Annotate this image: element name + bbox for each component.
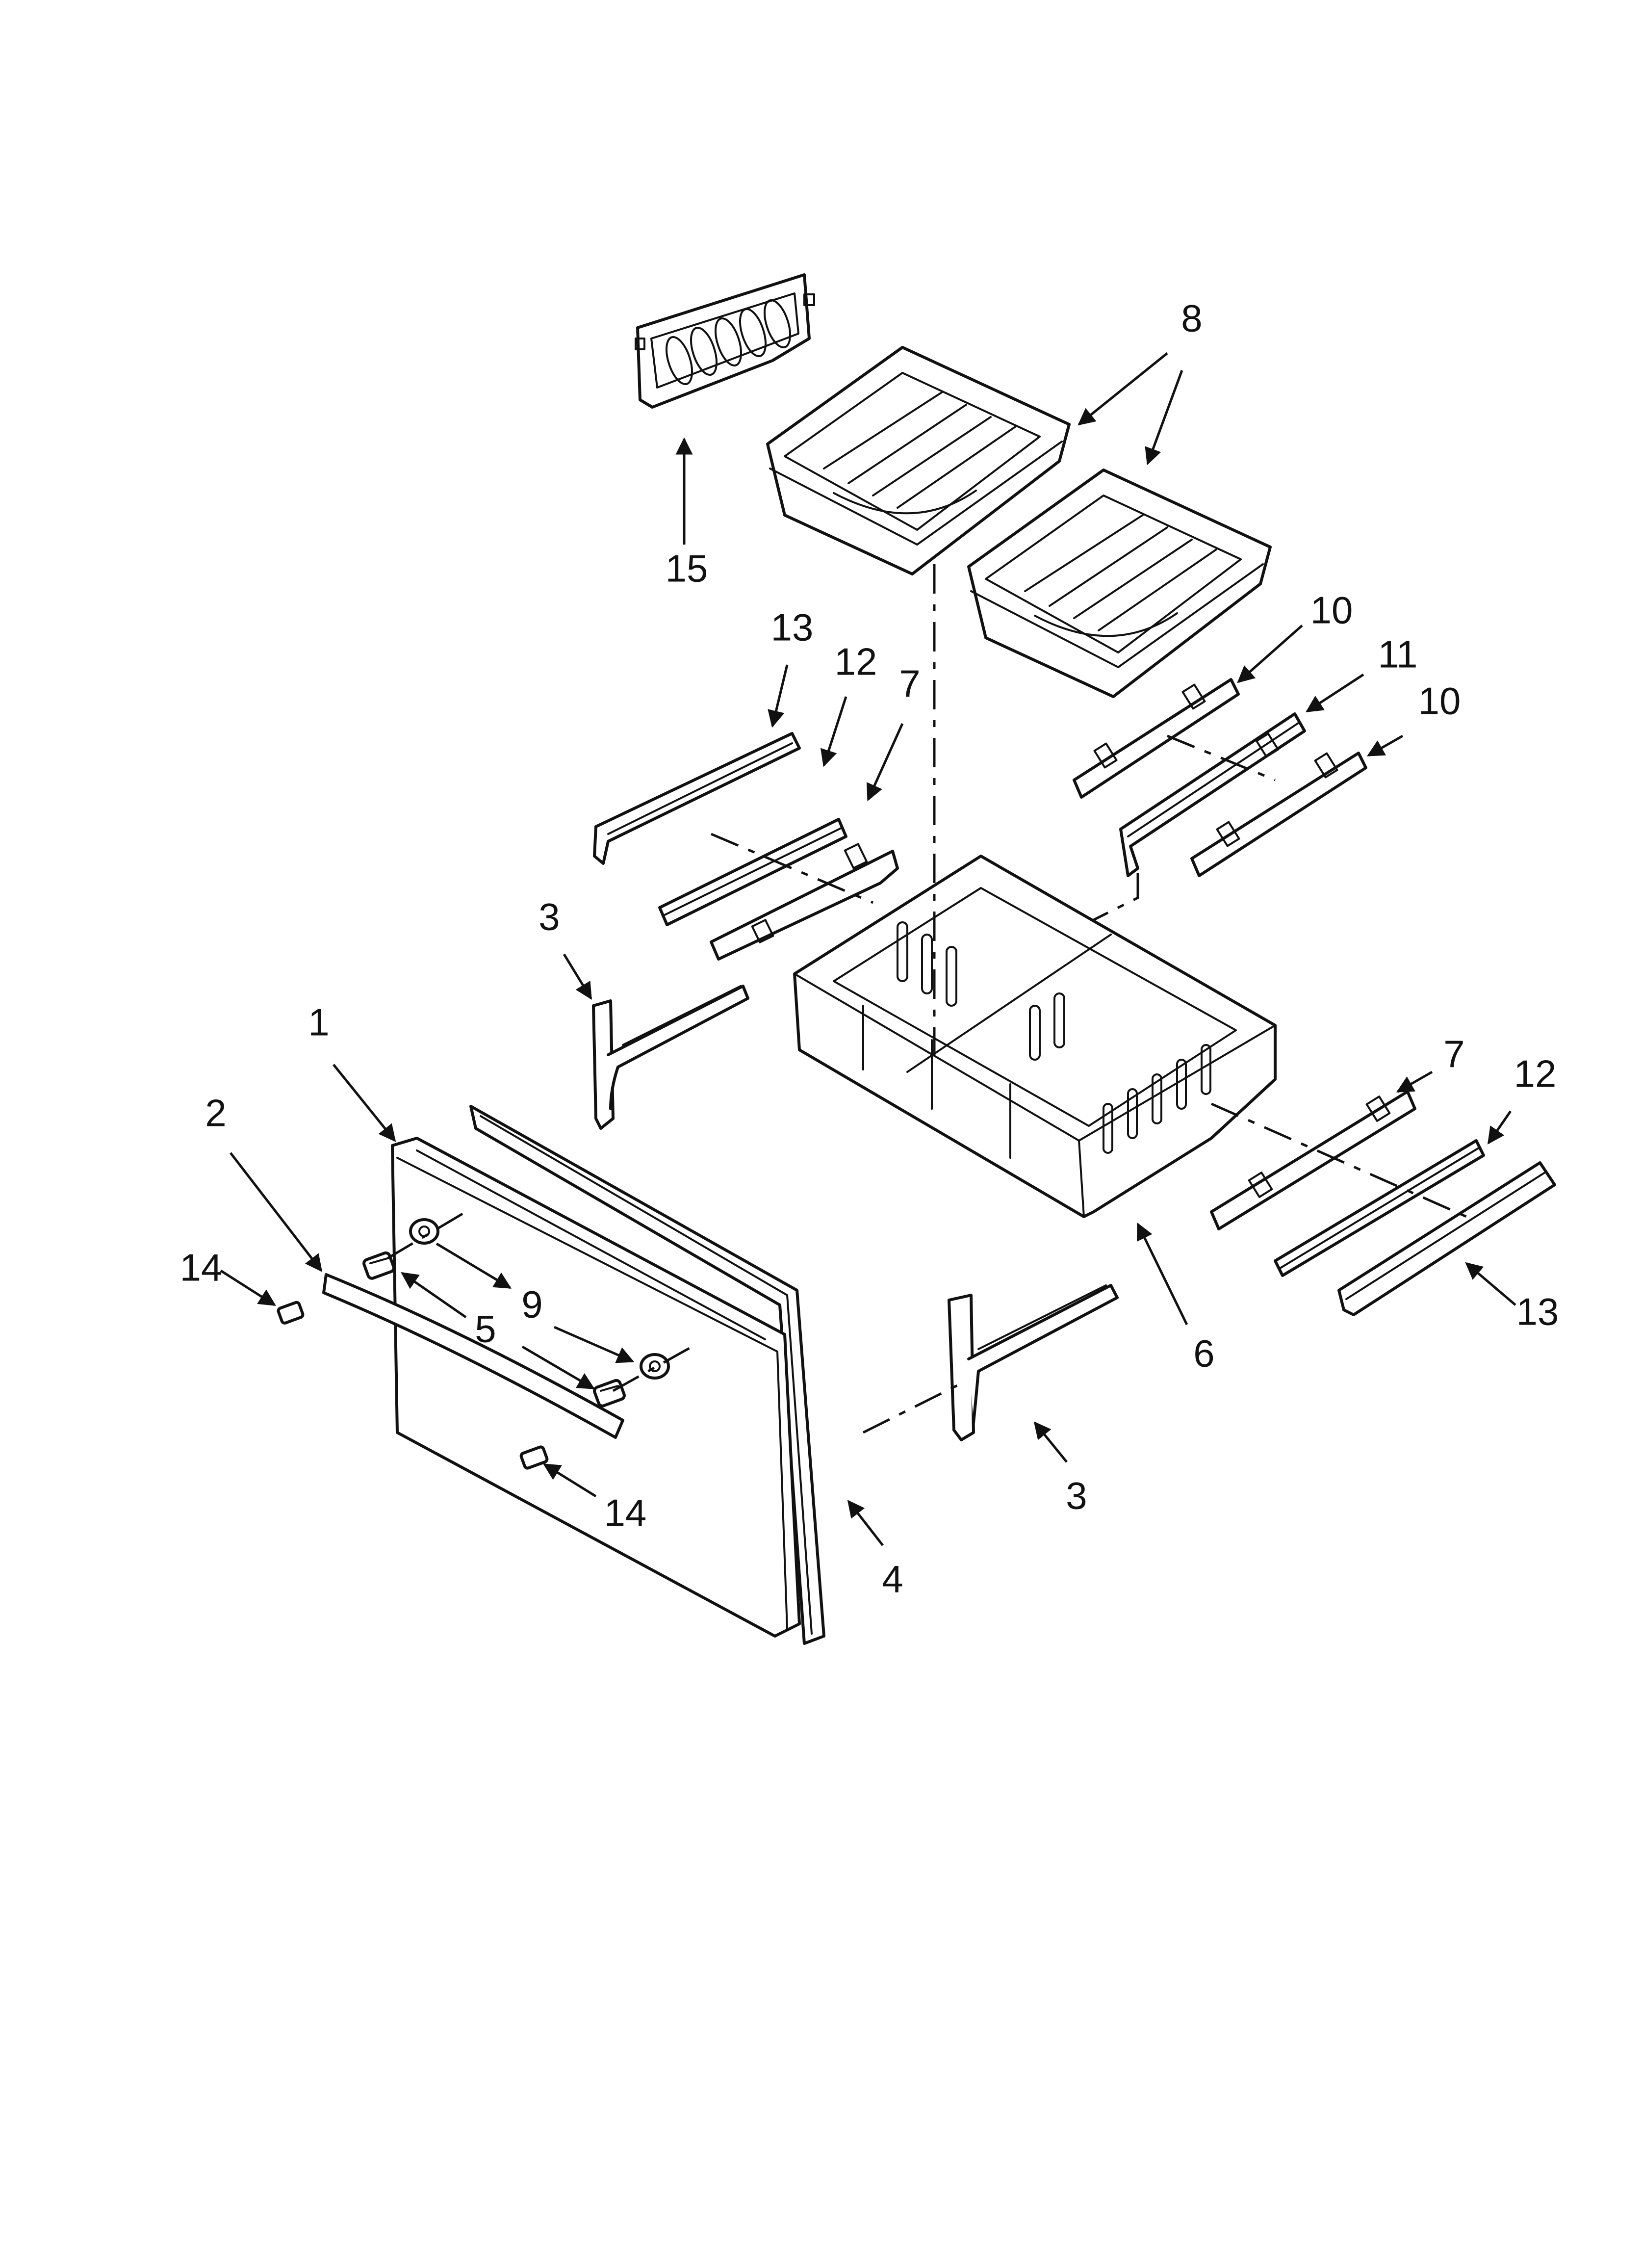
part-slide-12-lower — [1274, 1139, 1485, 1277]
part-mounting-stud-lower — [593, 1379, 626, 1408]
callout-12: 12 — [835, 640, 877, 683]
callout-6: 6 — [1193, 1332, 1214, 1375]
part-bracket-upper — [592, 985, 749, 1130]
part-bracket-lower — [948, 1284, 1119, 1441]
part-set-screw-left — [277, 1301, 305, 1325]
alignment-line — [386, 1210, 467, 1260]
callout-12: 12 — [1514, 1052, 1557, 1095]
alignment-line — [1167, 734, 1276, 782]
alignment-line — [1078, 873, 1139, 929]
alignment-line — [612, 1343, 697, 1392]
callout-7: 7 — [899, 662, 920, 705]
part-slide-10-lower — [1190, 752, 1367, 877]
part-slide-10-upper — [1073, 678, 1240, 799]
callout-1: 1 — [308, 1001, 329, 1044]
callout-4: 4 — [882, 1558, 903, 1601]
callout-8: 8 — [1181, 297, 1202, 340]
leader-lines — [220, 352, 1516, 1546]
callout-3: 3 — [539, 895, 560, 938]
part-main-basket — [793, 855, 1277, 1218]
callout-10: 10 — [1310, 589, 1353, 632]
part-plug-upper — [409, 1218, 439, 1245]
alignment-line — [862, 1382, 962, 1434]
part-divider-panel — [635, 273, 815, 409]
part-mounting-stud-upper — [362, 1251, 395, 1280]
part-door-handle — [322, 1273, 624, 1439]
callout-14: 14 — [604, 1491, 647, 1535]
part-upper-basket-left — [766, 346, 1071, 575]
callout-13: 13 — [1516, 1290, 1559, 1333]
callout-15: 15 — [666, 547, 708, 590]
callout-3: 3 — [1066, 1474, 1087, 1517]
callout-14: 14 — [180, 1246, 223, 1289]
part-door-gasket — [469, 1105, 825, 1645]
part-set-screw-right — [519, 1445, 549, 1470]
part-slide-11 — [1119, 712, 1306, 877]
part-rail-cover-13-lower — [1337, 1161, 1556, 1316]
callout-11: 11 — [1378, 633, 1418, 676]
callout-2: 2 — [205, 1092, 226, 1135]
callout-5: 5 — [475, 1307, 496, 1351]
alignment-line — [711, 833, 873, 904]
part-upper-basket-right — [967, 469, 1272, 698]
callout-7: 7 — [1443, 1033, 1464, 1076]
part-slide-12-upper — [658, 818, 847, 926]
part-plug-lower — [640, 1353, 670, 1380]
callout-13: 13 — [771, 606, 814, 649]
callout-9: 9 — [521, 1283, 542, 1326]
part-slide-7-lower — [1210, 1090, 1416, 1230]
part-rail-cover-13-upper — [593, 732, 801, 865]
callout-10: 10 — [1418, 679, 1461, 723]
alignment-line — [1210, 1102, 1467, 1218]
part-slide-7-upper — [710, 843, 899, 961]
callout-labels: 1 2 3 3 4 5 6 7 7 8 9 10 10 11 12 12 13 … — [180, 297, 1559, 1601]
